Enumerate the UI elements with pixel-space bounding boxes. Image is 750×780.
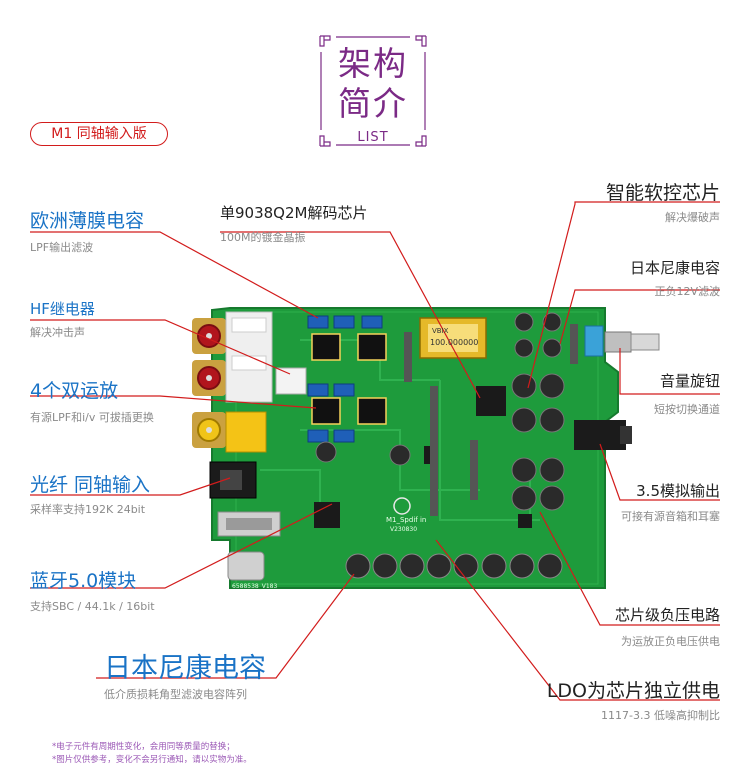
- label-film-capacitor: 欧洲薄膜电容: [30, 210, 145, 232]
- title-line-1: 架构: [338, 44, 408, 83]
- title-line-2: 简介: [338, 84, 408, 123]
- label-relay: HF继电器: [30, 300, 95, 318]
- title-frame-ornament: [319, 35, 427, 147]
- crystal-brand: VBIX: [432, 327, 449, 335]
- label-nichicon-capacitor-desc: 正负12V滤波: [654, 285, 720, 298]
- silk-code: 6588538_V183: [232, 583, 278, 590]
- label-optical-coax-desc: 采样率支持192K 24bit: [30, 503, 146, 516]
- label-volume-knob: 音量旋钮: [659, 372, 720, 390]
- label-dac-chip: 单9038Q2M解码芯片: [220, 204, 368, 222]
- label-analog-output: 3.5模拟输出: [636, 482, 720, 500]
- coax-jack: [192, 412, 226, 448]
- title-subtitle: LIST: [357, 130, 389, 145]
- footnote-1: *电子元件有周期性变化，会用同等质量的替换；: [52, 742, 235, 752]
- rca-jack-middle: [192, 360, 226, 396]
- label-op-amps-desc: 有源LPF和i/v 可拔插更换: [30, 411, 154, 424]
- label-relay-desc: 解决冲击声: [30, 326, 85, 339]
- label-soft-control-chip: 智能软控芯片: [605, 182, 720, 204]
- label-negative-voltage-circuit-desc: 为运放正负电压供电: [621, 635, 720, 648]
- version-badge: M1 同轴输入版: [30, 122, 168, 146]
- label-volume-knob-desc: 短按切换通道: [654, 403, 720, 416]
- label-analog-output-desc: 可接有源音箱和耳塞: [621, 510, 720, 523]
- label-op-amps: 4个双运放: [30, 380, 119, 402]
- label-bluetooth: 蓝牙5.0模块: [30, 570, 137, 592]
- silk-model: M1_Spdif in: [386, 516, 427, 524]
- label-nichicon-capacitor-array: 日本尼康电容: [104, 653, 266, 684]
- label-bluetooth-desc: 支持SBC / 44.1k / 16bit: [30, 600, 155, 613]
- section-title-box: 架构 简介 LIST: [318, 34, 428, 148]
- crystal-frequency: 100.000000: [430, 338, 479, 347]
- label-negative-voltage-circuit: 芯片级负压电路: [614, 606, 720, 624]
- label-soft-control-chip-desc: 解决爆破声: [665, 211, 720, 224]
- label-ldo-power-desc: 1117-3.3 低噪高抑制比: [601, 709, 720, 722]
- label-nichicon-capacitor: 日本尼康电容: [629, 259, 720, 277]
- silk-version: V230830: [390, 526, 418, 533]
- label-dac-chip-desc: 100M的镀金晶振: [220, 231, 306, 244]
- label-optical-coax-input: 光纤 同轴输入: [30, 474, 151, 496]
- label-nichicon-capacitor-array-desc: 低介质损耗角型滤波电容阵列: [104, 688, 247, 701]
- label-ldo-power: LDO为芯片独立供电: [546, 680, 720, 702]
- footnote-2: *图片仅供参考，变化不会另行通知，请以实物为准。: [52, 755, 252, 765]
- label-film-capacitor-desc: LPF输出滤波: [30, 241, 94, 254]
- rca-jack-top: [192, 318, 226, 354]
